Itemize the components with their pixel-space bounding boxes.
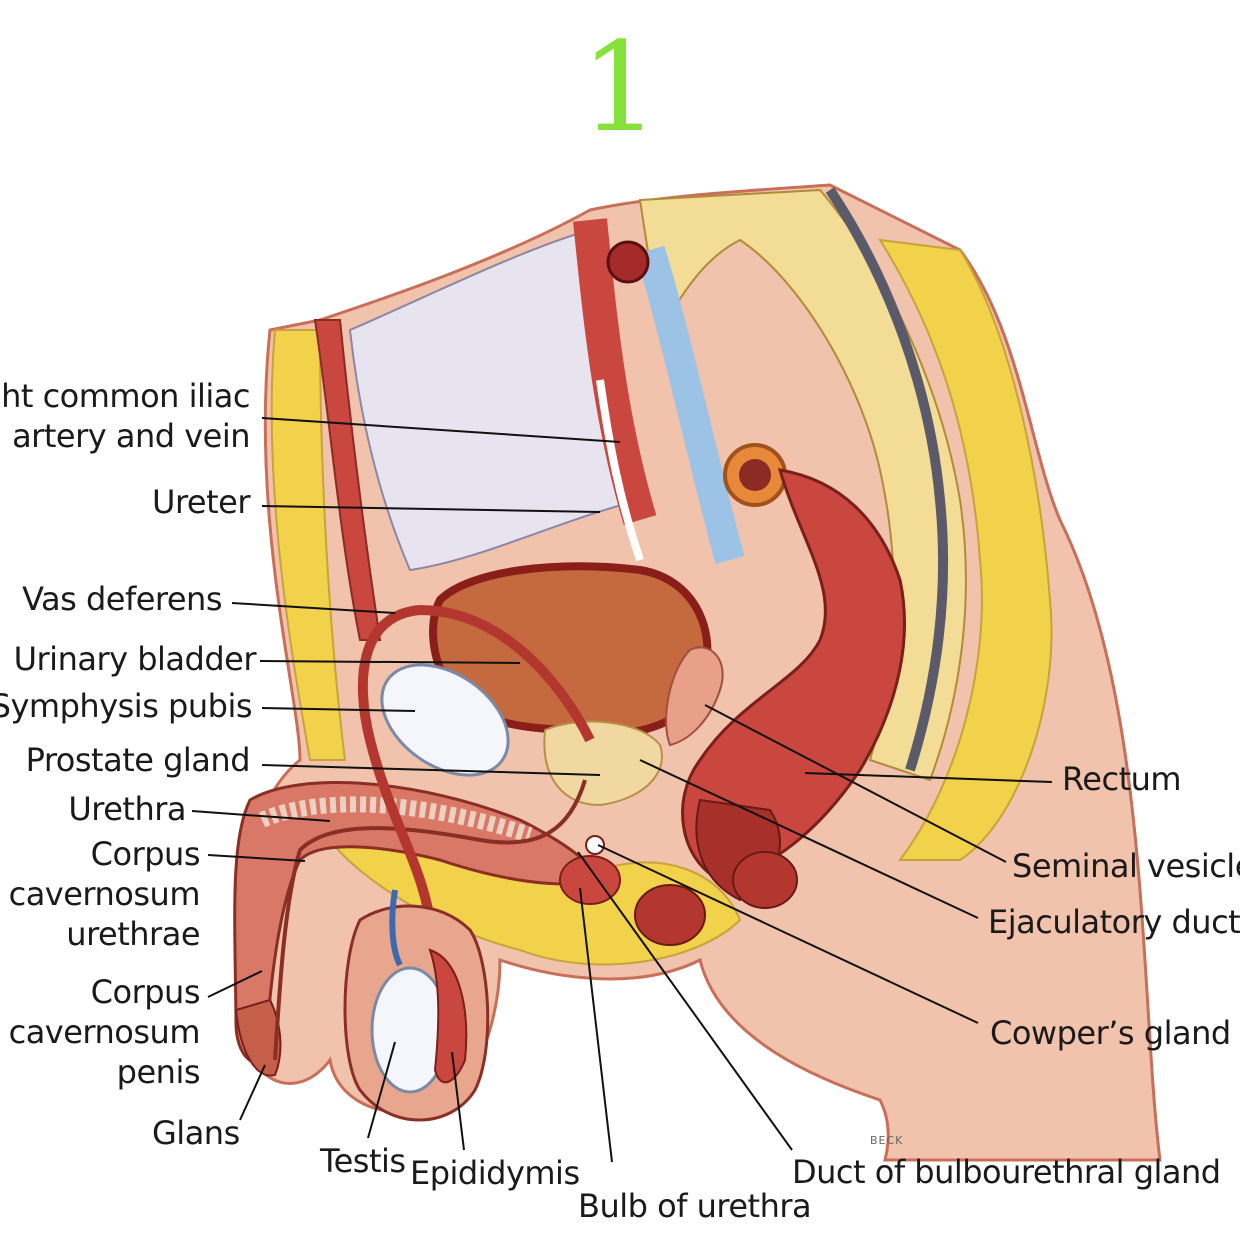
label-corpus-cavernosum-penis: Corpus cavernosum penis <box>8 972 201 1092</box>
vas-deferens-path <box>357 604 595 921</box>
label-prostate-gland: Prostate gland <box>25 741 251 779</box>
label-vas-deferens: Vas deferens <box>22 580 222 618</box>
iliac-vein <box>635 245 745 564</box>
corpus-cavernosum-band <box>258 796 533 843</box>
label-ccu-line3: urethrae <box>66 915 200 953</box>
cowpers-gland-organ <box>585 835 605 855</box>
bulb-of-urethra-organ <box>559 855 621 905</box>
label-ccu-line2: cavernosum <box>8 875 201 913</box>
label-ureter: Ureter <box>152 483 250 521</box>
urethra-path <box>273 779 587 1061</box>
glans-tissue <box>234 998 282 1077</box>
perineal-muscle <box>634 884 706 946</box>
label-duct-of-bulbourethral-gland: Duct of bulbourethral gland <box>792 1153 1221 1191</box>
label-ccu-line1: Corpus <box>90 835 201 873</box>
label-epididymis: Epididymis <box>410 1154 580 1192</box>
spinal-canal <box>825 187 949 772</box>
rectus-muscle <box>313 319 382 641</box>
label-seminal-vesicle: Seminal vesicle <box>1012 847 1240 885</box>
anterior-fat-layer <box>270 329 347 761</box>
label-bulb-of-urethra: Bulb of urethra <box>578 1187 812 1225</box>
aorta-cross-section <box>606 240 650 284</box>
posterior-fat-layer <box>878 238 1053 861</box>
label-glans: Glans <box>152 1114 240 1152</box>
penis <box>233 781 603 1064</box>
figure-number: 1 <box>580 16 660 160</box>
leader-lines <box>191 417 1053 1163</box>
label-symphysis-pubis: Symphysis pubis <box>0 687 253 725</box>
ureter-vessel <box>596 379 644 562</box>
label-ccp-line1: Corpus <box>90 973 201 1011</box>
seminal-vesicle-organ <box>665 646 724 747</box>
label-testis: Testis <box>320 1142 406 1180</box>
anal-sphincter <box>732 851 798 909</box>
label-ccp-line3: penis <box>116 1053 201 1091</box>
artist-credit: BECK <box>870 1134 904 1147</box>
epididymis-organ <box>428 948 468 1084</box>
symphysis-pubis-bone <box>380 663 510 777</box>
label-urethra: Urethra <box>68 790 186 828</box>
label-corpus-cavernosum-urethrae: Corpus cavernosum urethrae <box>8 834 201 954</box>
label-common-iliac: ght common iliac artery and vein <box>0 376 250 456</box>
prostate-organ <box>543 720 663 807</box>
spermatic-vessels <box>389 889 403 967</box>
iliac-artery <box>573 218 657 525</box>
label-rectum: Rectum <box>1062 760 1182 798</box>
label-ejaculatory-duct: Ejaculatory duct <box>988 903 1240 941</box>
label-urinary-bladder: Urinary bladder <box>13 640 257 678</box>
label-ccp-line2: cavernosum <box>8 1013 201 1051</box>
label-cowpers-gland: Cowper’s gland <box>990 1014 1231 1052</box>
label-common-iliac-line2: artery and vein <box>12 417 250 455</box>
label-common-iliac-line1: ght common iliac <box>0 377 250 415</box>
